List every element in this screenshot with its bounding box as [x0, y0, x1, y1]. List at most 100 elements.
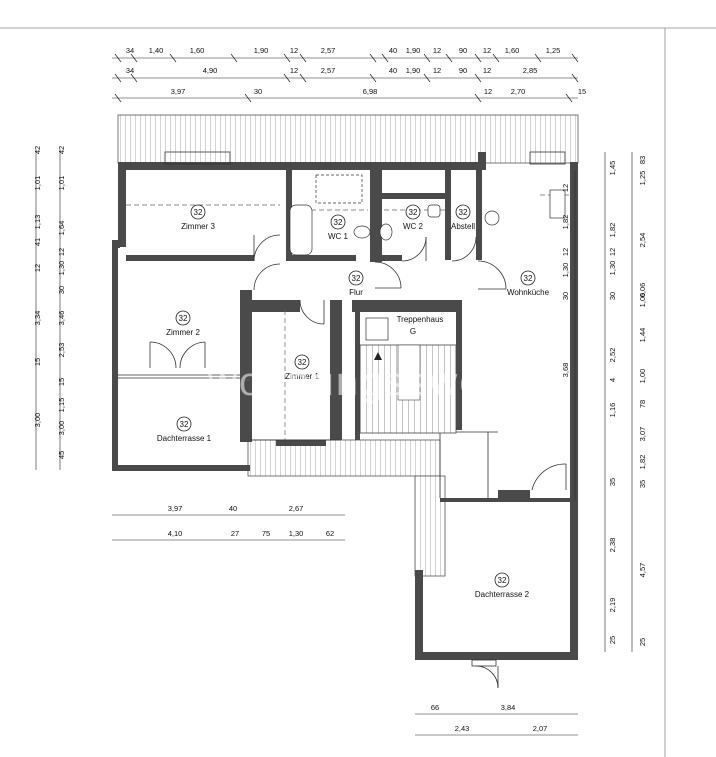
dimension-label: 1,82 — [638, 455, 647, 470]
watermark: wohnungsswert — [207, 360, 512, 404]
dimension-label: 40 — [229, 504, 237, 513]
room-number-circle — [330, 214, 346, 230]
dimension-label: 2,53 — [57, 343, 66, 358]
dimension-label: 41 — [33, 238, 42, 246]
room-number-circle — [176, 416, 192, 432]
dimension-label: 4,90 — [203, 66, 218, 75]
dimension-label: 1,25 — [546, 46, 561, 55]
room-wc2: 32 WC 2 — [403, 204, 424, 231]
room-number-circle — [494, 572, 510, 588]
dimension-label: 78 — [638, 400, 647, 408]
room-number: 32 — [352, 274, 361, 283]
dimension-label: 3,68 — [561, 363, 570, 378]
dimension-label: 1,00 — [638, 369, 647, 384]
dimension-label: 90 — [459, 46, 467, 55]
dimension-label: 15 — [57, 378, 66, 386]
dimension-label: 1,40 — [149, 46, 164, 55]
room-number: 32 — [409, 208, 418, 217]
dimension-label: 30 — [608, 292, 617, 300]
dimension-label: 12 — [290, 46, 298, 55]
dimension-label: 30 — [254, 87, 262, 96]
dimension-label: 1,13 — [33, 215, 42, 230]
dimension-label: 2,38 — [608, 538, 617, 553]
room-name: Dachterrasse 1 — [157, 434, 212, 443]
dimension-label: 3,84 — [501, 703, 516, 712]
dimension-label: 30 — [57, 286, 66, 294]
roof-edge-bottom-right — [414, 475, 446, 577]
dimension-label: 1,82 — [608, 223, 617, 238]
dimension-label: 1,15 — [57, 398, 66, 413]
room-number: 32 — [334, 218, 343, 227]
dimension-label: 1,30 — [57, 261, 66, 276]
room-number: 32 — [298, 358, 307, 367]
dimension-label: 12 — [561, 248, 570, 256]
dimension-label: 4 — [608, 378, 617, 382]
dimension-label: 1,90 — [254, 46, 269, 55]
room-number: 32 — [459, 208, 468, 217]
dimension-label: 2,19 — [608, 598, 617, 613]
dimension-label: 3,00 — [57, 421, 66, 436]
dimension-label: 42 — [57, 146, 66, 154]
staircase-landing — [397, 344, 421, 401]
dimension-label: 2,67 — [289, 504, 304, 513]
dimension-label: 40 — [389, 66, 397, 75]
dimension-label: 12 — [433, 66, 441, 75]
room-name: WC 2 — [403, 222, 424, 231]
dimension-label: 1,01 — [57, 176, 66, 191]
dimension-label: 1,90 — [406, 66, 421, 75]
dimension-label: 2,52 — [608, 348, 617, 363]
dimension-label: 2,43 — [455, 724, 470, 733]
stair-arrow-icon — [374, 352, 382, 360]
dimension-label: 2,57 — [321, 66, 336, 75]
dimension-label: 1,82 — [561, 215, 570, 230]
room-name: Zimmer 1 — [285, 372, 319, 381]
room-number: 32 — [498, 576, 507, 585]
dimension-label: 2,54 — [638, 233, 647, 248]
room-number-circle — [455, 204, 471, 220]
room-number: 32 — [179, 314, 188, 323]
room-number-circle — [520, 270, 536, 286]
dimension-label: 1,25 — [638, 171, 647, 186]
room-number-circle — [348, 270, 364, 286]
dimension-label: 12 — [484, 87, 492, 96]
dimension-label: 12 — [483, 46, 491, 55]
dimension-lines — [35, 57, 633, 736]
dimension-label: 35 — [638, 480, 647, 488]
dimension-label: 42 — [33, 146, 42, 154]
dimension-label: 4,57 — [638, 563, 647, 578]
dimension-label: 2,70 — [511, 87, 526, 96]
dimension-label: 1,16 — [608, 403, 617, 418]
dimension-label: 12 — [608, 248, 617, 256]
dimension-label: 1,30 — [608, 261, 617, 276]
fixtures — [289, 174, 566, 341]
dimension-label: 90 — [459, 66, 467, 75]
dimension-label: 3,34 — [33, 311, 42, 326]
dimension-label: 1,44 — [638, 328, 647, 343]
room-number-circle — [294, 354, 310, 370]
room-name: Zimmer 2 — [166, 328, 200, 337]
dimension-label: 1,64 — [57, 221, 66, 236]
dimension-label: 27 — [231, 529, 239, 538]
roof-edge-top — [117, 114, 579, 164]
dimension-label: 3,07 — [638, 427, 647, 442]
dimension-label: 6,98 — [363, 87, 378, 96]
door-swings — [149, 234, 567, 689]
dimension-label: 34 — [126, 66, 134, 75]
dimension-label: 3,46 — [57, 311, 66, 326]
room-number: 32 — [524, 274, 533, 283]
dimension-label: 15 — [578, 87, 586, 96]
dimension-label: 66 — [431, 703, 439, 712]
dimension-label: 83 — [638, 156, 647, 164]
